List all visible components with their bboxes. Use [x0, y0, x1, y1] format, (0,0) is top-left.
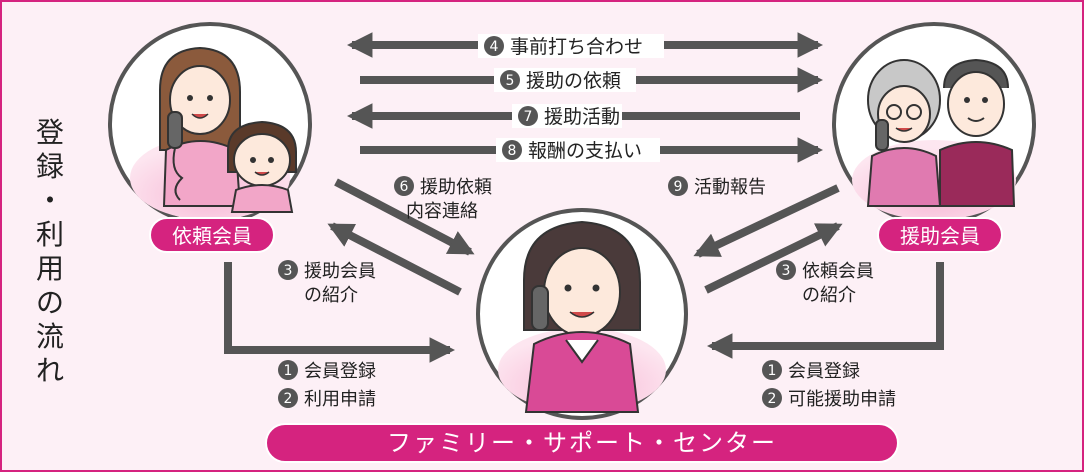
svg-text:援助会員: 援助会員 — [304, 261, 376, 282]
step-badge — [278, 360, 298, 380]
requester-label: 依頼会員 — [172, 224, 252, 248]
svg-text:6: 6 — [400, 179, 409, 195]
side-title-char: 録 — [36, 150, 64, 183]
arrow-label: 援助の依頼 — [526, 70, 621, 92]
step-badge — [278, 388, 298, 408]
side-title-char: ・ — [36, 184, 64, 217]
step-badge — [668, 176, 688, 196]
side-title-char: 登 — [36, 116, 64, 149]
arrow-label: 援助活動 — [544, 106, 620, 128]
left-labels: 6 援助依頼 内容連絡 3 援助会員 の紹介 1 会員登録 2 利用申請 — [278, 176, 492, 410]
center-illustration — [476, 208, 688, 420]
arrow-9 — [693, 184, 840, 258]
center-badge: ファミリー・サポート・センター — [265, 423, 899, 463]
svg-text:の紹介: の紹介 — [802, 285, 856, 306]
svg-text:活動報告: 活動報告 — [694, 177, 766, 198]
step-badge — [278, 260, 298, 280]
svg-text:7: 7 — [524, 109, 533, 125]
step-badge — [502, 140, 522, 160]
arrow-3-left — [327, 222, 462, 296]
requester-badge: 依頼会員 — [149, 217, 275, 253]
side-title-char: の — [36, 286, 64, 319]
side-title-char: れ — [36, 354, 64, 387]
side-title-char: 利 — [36, 218, 64, 251]
arrow-1-right — [706, 262, 944, 359]
arrow-6 — [334, 178, 475, 256]
svg-text:会員登録: 会員登録 — [788, 361, 860, 382]
svg-text:5: 5 — [506, 73, 515, 89]
svg-text:9: 9 — [674, 179, 683, 195]
side-title-char: 流 — [36, 320, 64, 353]
top-labels: 4 事前打ち合わせ 5 援助の依頼 7 援助活動 8 報酬の支払い — [478, 34, 664, 162]
svg-text:2: 2 — [768, 391, 777, 407]
requester-illustration — [108, 22, 312, 226]
svg-text:8: 8 — [508, 143, 517, 159]
svg-text:利用申請: 利用申請 — [304, 389, 376, 410]
step-badge — [762, 388, 782, 408]
helper-label: 援助会員 — [900, 224, 980, 248]
svg-text:1: 1 — [284, 363, 293, 379]
helper-badge: 援助会員 — [877, 217, 1003, 253]
svg-text:会員登録: 会員登録 — [304, 361, 376, 382]
step-badge — [518, 106, 538, 126]
svg-text:依頼会員: 依頼会員 — [802, 261, 874, 282]
arrow-1-left — [224, 262, 456, 363]
arrow-3-right — [704, 222, 843, 294]
helper-illustration — [832, 22, 1036, 226]
right-labels: 9 活動報告 3 依頼会員 の紹介 1 会員登録 2 可能援助申請 — [668, 176, 896, 410]
svg-text:内容連絡: 内容連絡 — [406, 201, 478, 222]
step-badge — [500, 70, 520, 90]
side-title: 登 録 ・ 利 用 の 流 れ — [36, 116, 64, 387]
arrow-label: 報酬の支払い — [528, 140, 642, 162]
step-badge — [394, 176, 414, 196]
step-badge — [484, 36, 504, 56]
svg-text:可能援助申請: 可能援助申請 — [788, 389, 896, 410]
arrows — [224, 32, 944, 363]
step-badge — [776, 260, 796, 280]
svg-text:1: 1 — [768, 363, 777, 379]
svg-text:援助依頼: 援助依頼 — [420, 177, 492, 198]
center-label: ファミリー・サポート・センター — [387, 429, 777, 457]
side-title-char: 用 — [36, 252, 64, 285]
svg-text:3: 3 — [782, 263, 791, 279]
arrow-label: 事前打ち合わせ — [510, 36, 643, 58]
svg-text:4: 4 — [490, 39, 499, 55]
svg-text:3: 3 — [284, 263, 293, 279]
step-badge — [762, 360, 782, 380]
svg-text:の紹介: の紹介 — [304, 285, 358, 306]
svg-text:2: 2 — [284, 391, 293, 407]
